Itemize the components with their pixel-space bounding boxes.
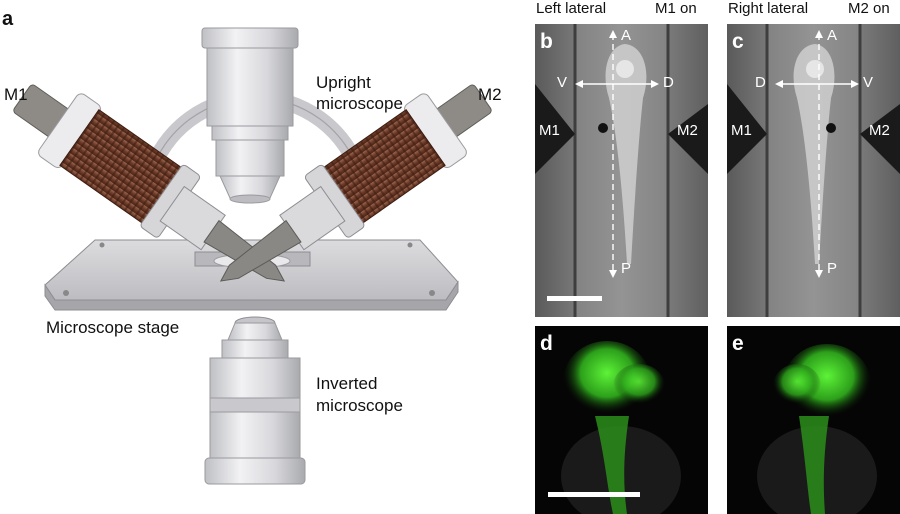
magnet-m1: [13, 84, 286, 282]
panel-e-letter: e: [732, 332, 744, 355]
inverted-label-line2: microscope: [316, 396, 403, 415]
panel-e-image: e: [727, 326, 900, 514]
magnet-left-label: M1: [539, 122, 560, 139]
axis-a-label: A: [827, 27, 838, 44]
axis-a-label: A: [621, 27, 632, 44]
panel-a-letter: a: [2, 8, 14, 30]
axis-right-label: V: [863, 74, 874, 91]
upright-microscope-objective: [201, 27, 299, 204]
scale-bar-d: [548, 492, 640, 497]
m2-label: M2: [478, 85, 502, 104]
panel-b-letter: b: [540, 30, 553, 53]
panel-b-header-right: M1 on: [655, 0, 697, 17]
axis-p-label: P: [827, 260, 838, 277]
panel-b-image: b A V D P M1 M2: [535, 24, 708, 317]
panel-c-image: c A D V P M1 M2: [727, 24, 900, 317]
magnet-m2: [219, 84, 492, 282]
panel-d-letter: d: [540, 332, 553, 355]
larva-shape: [605, 44, 647, 264]
panel-c-header-right: M2 on: [848, 0, 890, 17]
panel-c-header-left: Right lateral: [728, 0, 809, 17]
magnetic-setup-illustration: [13, 27, 492, 485]
panel-b-header-left: Left lateral: [536, 0, 607, 17]
axis-left-label: V: [557, 74, 568, 91]
axis-p-label: P: [621, 260, 632, 277]
upright-label-line1: Upright: [316, 73, 371, 92]
panel-c-letter: c: [732, 30, 744, 53]
inverted-microscope-objective: [204, 316, 306, 485]
upright-label-line2: microscope: [316, 94, 403, 113]
magnet-right-label: M2: [869, 122, 890, 139]
axis-left-label: D: [755, 74, 766, 91]
m1-label: M1: [4, 85, 28, 104]
magnet-left-label: M1: [731, 122, 752, 139]
panel-d-image: d: [535, 326, 708, 514]
axis-right-label: D: [663, 74, 674, 91]
stage-label: Microscope stage: [46, 318, 180, 337]
scale-bar-b: [547, 296, 602, 301]
larva-shape: [793, 44, 835, 264]
magnet-right-label: M2: [677, 122, 698, 139]
inverted-label-line1: Inverted: [316, 374, 378, 393]
